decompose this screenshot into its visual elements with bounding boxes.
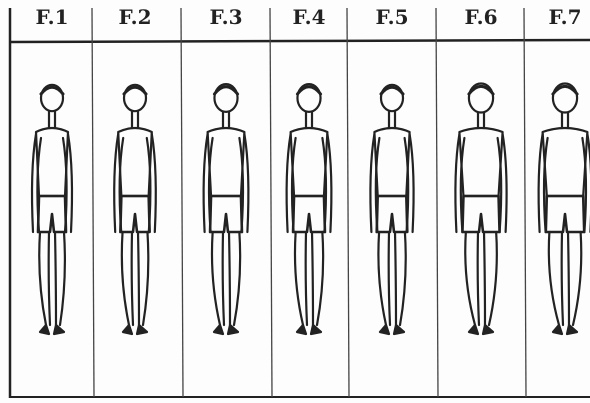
panel-label: F.6: [464, 5, 497, 29]
boy-figure-icon: [114, 85, 156, 334]
panel-divider: [181, 8, 183, 397]
panel-label: F.2: [118, 5, 151, 29]
panel-4: F.4: [287, 5, 332, 334]
panel-1: F.1: [32, 5, 72, 334]
panel-label: F.5: [375, 5, 408, 29]
figure-panels: F.1 F.2 F.3 F.4 F.5 F.6 F.7: [32, 5, 590, 334]
panel-2: F.2: [114, 5, 156, 334]
boy-figure-icon: [370, 85, 413, 334]
boy-figure-icon: [204, 84, 249, 334]
panel-5: F.5: [370, 5, 413, 334]
boy-figure-icon: [32, 85, 72, 334]
boy-figure-icon: [539, 83, 590, 334]
panel-divider: [347, 8, 349, 397]
panel-divider: [92, 8, 94, 397]
boy-figure-icon: [287, 84, 332, 334]
panel-label: F.1: [35, 5, 68, 29]
boy-figure-icon: [455, 83, 506, 334]
panel-divider: [270, 8, 272, 397]
panel-3: F.3: [204, 5, 249, 334]
panel-7: F.7: [539, 5, 590, 334]
panel-label: F.3: [209, 5, 242, 29]
header-rule: [10, 40, 590, 42]
panel-divider: [524, 8, 526, 397]
panel-label: F.7: [548, 5, 581, 29]
panel-label: F.4: [292, 5, 325, 29]
panel-divider: [436, 8, 438, 397]
panel-6: F.6: [455, 5, 506, 334]
